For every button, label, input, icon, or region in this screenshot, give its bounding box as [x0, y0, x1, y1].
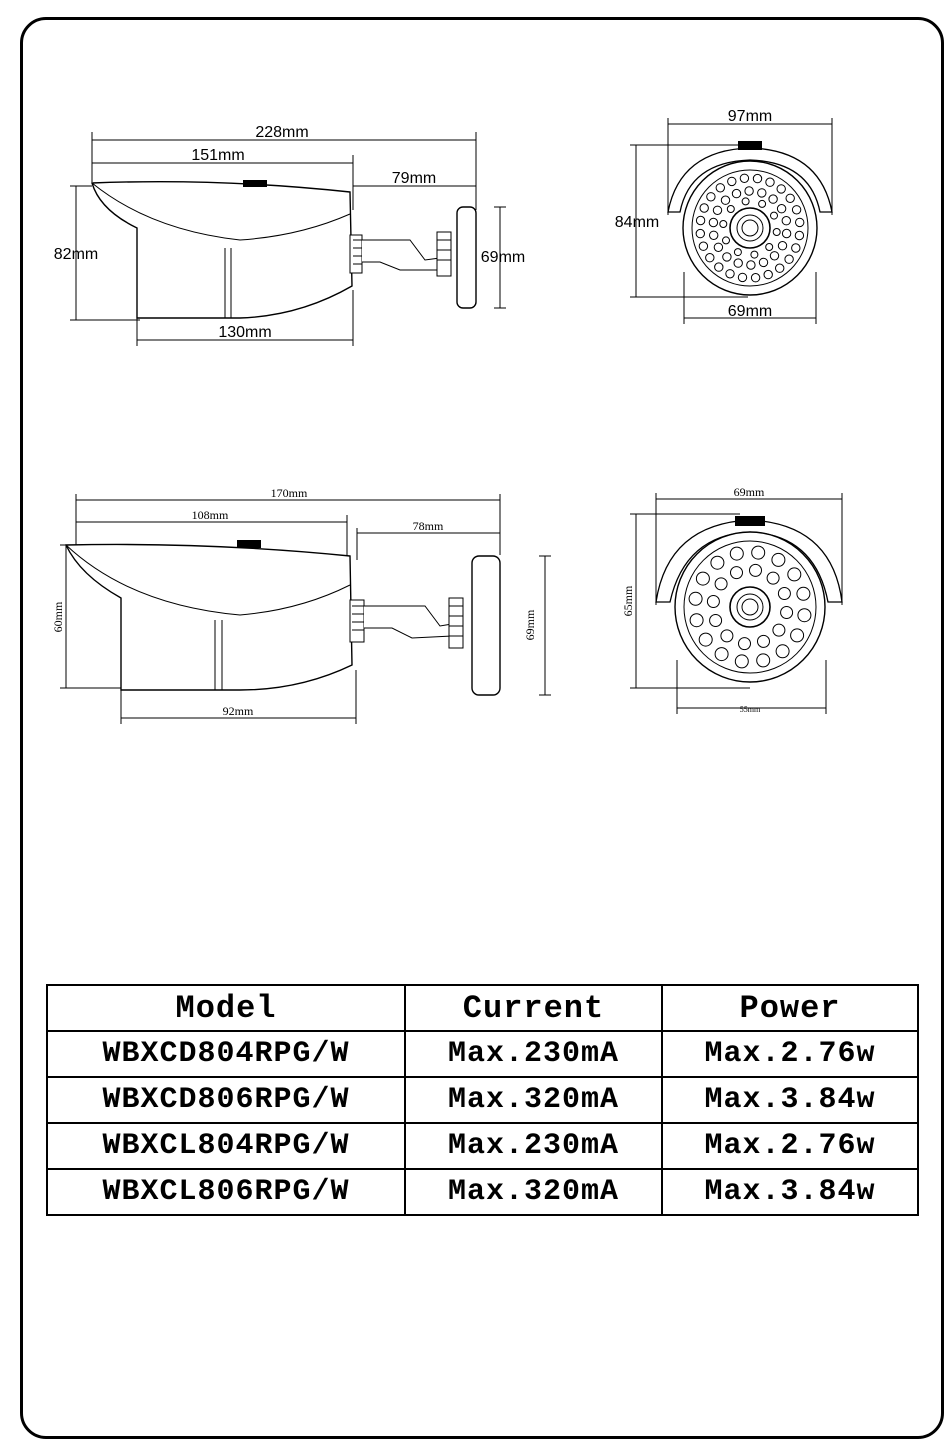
table-row: WBXCL804RPG/W Max.230mA Max.2.76w	[47, 1123, 918, 1169]
cell-power: Max.3.84w	[662, 1169, 918, 1215]
cell-power: Max.3.84w	[662, 1077, 918, 1123]
bottom-front-view	[630, 493, 842, 714]
dim-92: 92mm	[223, 704, 254, 718]
dim-69-bottom-front: 69mm	[734, 485, 765, 499]
dim-84: 84mm	[615, 214, 659, 231]
dim-130: 130mm	[218, 324, 271, 341]
top-side-view	[70, 132, 506, 346]
dim-97: 97mm	[728, 108, 772, 125]
dim-69-side: 69mm	[481, 249, 525, 266]
cell-current: Max.230mA	[405, 1123, 662, 1169]
table-row: WBXCL806RPG/W Max.320mA Max.3.84w	[47, 1169, 918, 1215]
dim-170: 170mm	[271, 486, 308, 500]
cell-model: WBXCL804RPG/W	[47, 1123, 405, 1169]
dim-bottom-width: 55mm	[740, 705, 761, 714]
header-current: Current	[405, 985, 662, 1031]
header-model: Model	[47, 985, 405, 1031]
table-row: WBXCD806RPG/W Max.320mA Max.3.84w	[47, 1077, 918, 1123]
dim-65: 65mm	[621, 585, 635, 616]
cell-current: Max.320mA	[405, 1077, 662, 1123]
dimension-drawings: 228mm 151mm 79mm 82mm 69mm 130mm 97mm 84…	[0, 0, 950, 980]
dim-82: 82mm	[54, 246, 98, 263]
dim-228: 228mm	[255, 124, 308, 141]
dim-151: 151mm	[191, 147, 244, 164]
table-row: WBXCD804RPG/W Max.230mA Max.2.76w	[47, 1031, 918, 1077]
spec-table: Model Current Power WBXCD804RPG/W Max.23…	[46, 984, 919, 1216]
top-front-view	[630, 118, 832, 324]
cell-current: Max.230mA	[405, 1031, 662, 1077]
cell-model: WBXCD804RPG/W	[47, 1031, 405, 1077]
header-power: Power	[662, 985, 918, 1031]
dim-108: 108mm	[192, 508, 229, 522]
cell-power: Max.2.76w	[662, 1031, 918, 1077]
bottom-side-view	[60, 494, 551, 724]
dim-79: 79mm	[392, 170, 436, 187]
cell-model: WBXCL806RPG/W	[47, 1169, 405, 1215]
cell-power: Max.2.76w	[662, 1123, 918, 1169]
cell-model: WBXCD806RPG/W	[47, 1077, 405, 1123]
dim-78: 78mm	[413, 519, 444, 533]
cell-current: Max.320mA	[405, 1169, 662, 1215]
dim-69-side-bottom: 69mm	[523, 609, 537, 640]
dim-60: 60mm	[51, 601, 65, 632]
table-header-row: Model Current Power	[47, 985, 918, 1031]
dim-69-front: 69mm	[728, 303, 772, 320]
